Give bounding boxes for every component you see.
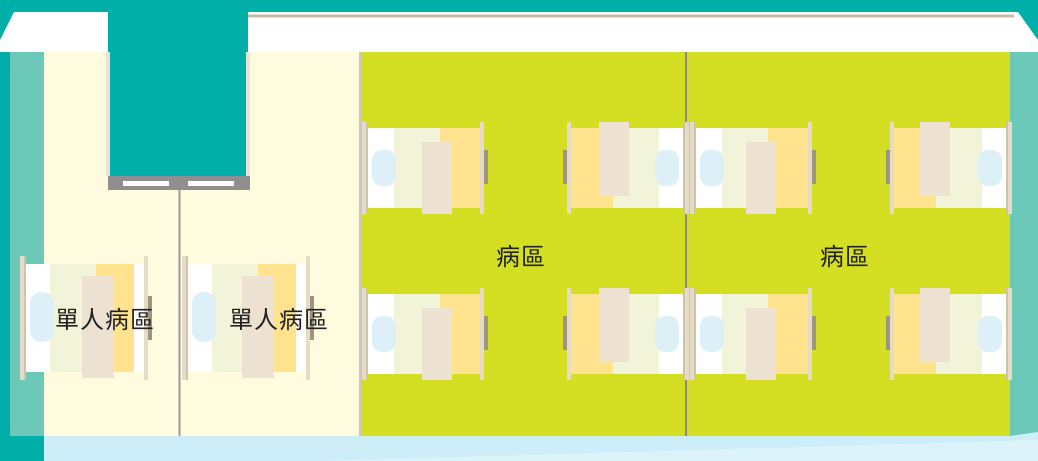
bed <box>690 122 816 214</box>
bed <box>690 288 816 380</box>
ward-label-right: 病區 <box>820 243 870 271</box>
single-room-label-left: 單人病區 <box>55 306 155 334</box>
roof-band <box>0 12 1038 52</box>
ward-label-left: 病區 <box>496 243 546 271</box>
bed <box>563 122 689 214</box>
bed <box>886 288 1012 380</box>
bed <box>362 288 488 380</box>
bed <box>20 256 152 380</box>
single-room-label-right: 單人病區 <box>229 306 329 334</box>
bed <box>563 288 689 380</box>
bed <box>362 122 488 214</box>
service-shaft <box>108 0 248 176</box>
shaft-sill <box>108 176 250 190</box>
bed <box>182 256 314 380</box>
right-side-wall <box>1010 52 1038 436</box>
bed <box>886 122 1012 214</box>
